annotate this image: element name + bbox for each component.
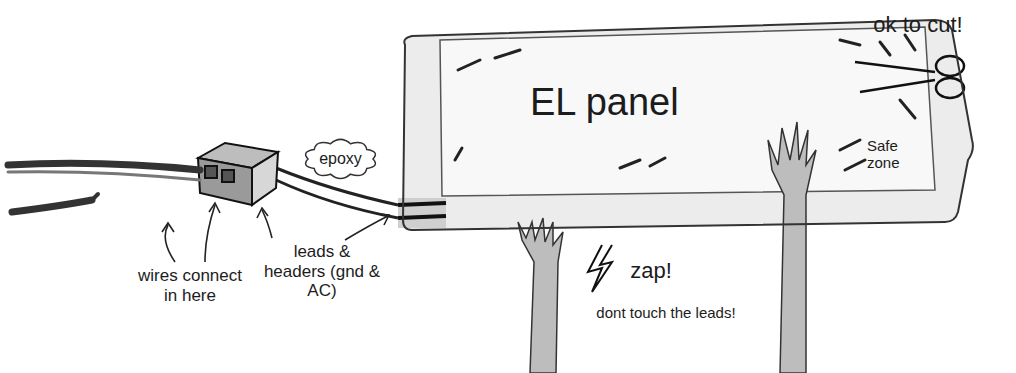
warning-note: dont touch the leads!	[596, 304, 736, 321]
epoxy-cloud: epoxy	[305, 140, 376, 178]
panel-marks	[455, 35, 915, 170]
leads-callout: leads & headers (gnd & AC)	[262, 242, 382, 301]
el-panel: EL panelSafe zone	[395, 15, 980, 233]
panel-outline	[395, 15, 980, 233]
cloud-border	[306, 139, 376, 178]
panel-title: EL panel	[530, 81, 730, 125]
safe-zone-note: Safe zone	[867, 137, 917, 172]
epoxy-text: epoxy	[319, 150, 362, 168]
zap-text: zap!	[616, 258, 686, 283]
cut-note: ok to cut!	[828, 12, 1008, 37]
scissors	[855, 56, 964, 98]
panel-border	[403, 20, 973, 230]
panel-leads	[398, 198, 446, 228]
hand-left	[518, 218, 563, 373]
connector-block	[198, 143, 278, 205]
wires-callout: wires connect in here	[130, 266, 250, 305]
zap-bolt	[588, 245, 612, 292]
hand-right	[768, 122, 816, 373]
cables	[8, 163, 200, 212]
panel-inner	[440, 27, 935, 196]
leader-arrows	[162, 203, 389, 262]
panel-fill	[403, 20, 973, 230]
